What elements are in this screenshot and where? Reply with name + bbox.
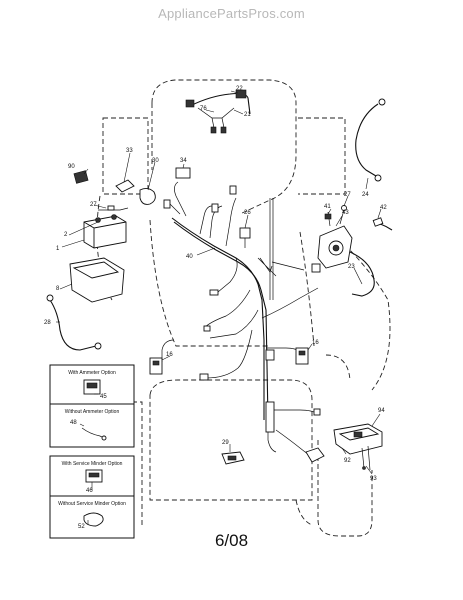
- callout-90: 90: [68, 164, 75, 170]
- service-minder-option-box: With Service Minder Option Without Servi…: [49, 455, 135, 539]
- callout-2: 2: [64, 232, 68, 238]
- leader-lines: [56, 90, 382, 524]
- callout-52: 52: [78, 524, 85, 530]
- callout-28: 28: [44, 320, 51, 326]
- callout-40: 40: [186, 254, 193, 260]
- relays-16: [149, 347, 309, 375]
- callout-26: 26: [244, 210, 251, 216]
- callout-94: 94: [378, 408, 385, 414]
- connector-29: [221, 451, 245, 465]
- main-harness: [161, 181, 319, 459]
- ammeter-option-box: With Ammeter Option Without Ammeter Opti…: [49, 364, 135, 448]
- connectors-upper-left: [73, 167, 237, 213]
- callout-24: 24: [362, 192, 369, 198]
- tractor-outline: [96, 79, 391, 537]
- headlight-harness-component: [185, 89, 251, 134]
- callout-46: 46: [86, 488, 93, 494]
- callout-30: 30: [152, 158, 159, 164]
- small-harness-parts: [199, 289, 321, 433]
- with-service-minder-option-label: With Service Minder Option: [62, 461, 123, 467]
- callout-8: 8: [56, 286, 60, 292]
- callout-92: 92: [344, 458, 351, 464]
- with-ammeter-option-label: With Ammeter Option: [68, 370, 116, 376]
- callout-48: 48: [70, 420, 77, 426]
- callout-45: 45: [100, 394, 107, 400]
- callout-41: 41: [324, 204, 331, 210]
- ignition-switch-component: [311, 205, 393, 297]
- without-ammeter-option-label: Without Ammeter Option: [65, 409, 120, 415]
- revision-date: 6/08: [214, 531, 249, 550]
- callout-16-right: 16: [312, 340, 319, 346]
- battery-tray-component: [69, 257, 125, 303]
- without-service-minder-option-label: Without Service Minder Option: [58, 501, 126, 507]
- callout-43: 43: [342, 210, 349, 216]
- callout-27-left: 27: [90, 202, 97, 208]
- callout-16-left: 16: [166, 352, 173, 358]
- site-watermark: AppliancePartsPros.com: [158, 6, 305, 21]
- battery-cable-component: [46, 294, 102, 351]
- connector-26: [239, 227, 251, 248]
- callout-34: 34: [180, 158, 187, 164]
- callout-42: 42: [380, 205, 387, 211]
- callout-29: 29: [222, 440, 229, 446]
- callout-1: 1: [56, 246, 60, 252]
- callout-21: 21: [244, 112, 251, 118]
- callout-22: 22: [236, 86, 243, 92]
- callout-93: 93: [370, 476, 377, 482]
- callout-23: 23: [348, 264, 355, 270]
- ground-cable-component: [355, 98, 386, 182]
- callout-27-right: 27: [344, 192, 351, 198]
- seat-switch-component: [305, 423, 383, 471]
- callout-76: 76: [200, 106, 207, 112]
- battery-component: [83, 205, 129, 249]
- callout-33: 33: [126, 148, 133, 154]
- callout-labels: 22 76 21 90 33 30 34 24 27 41 43 42 27 2…: [44, 86, 387, 530]
